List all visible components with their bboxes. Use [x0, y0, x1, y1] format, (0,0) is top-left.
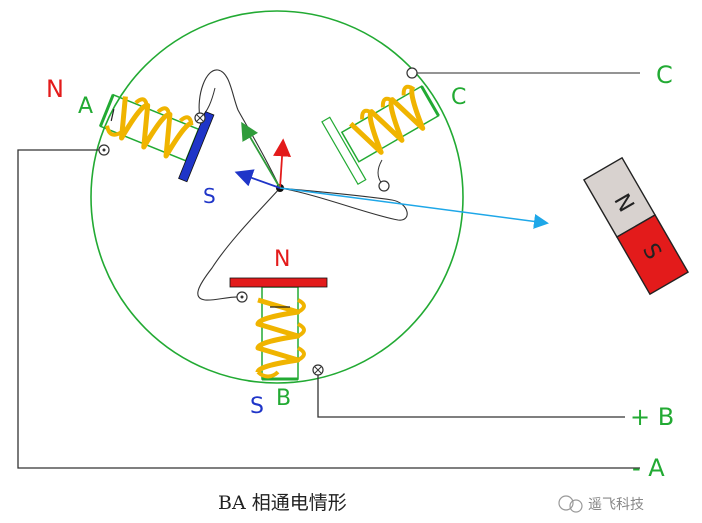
coil-a	[99, 93, 215, 183]
vector-s-arrow	[234, 169, 281, 189]
wire-minus-a	[17, 149, 640, 469]
wechat-icon	[558, 495, 574, 511]
coil-a-label: A	[78, 94, 93, 119]
terminal-minus-a-label: - A	[632, 454, 665, 482]
pole-plate-b	[229, 277, 328, 288]
pole-plate-a	[178, 111, 215, 183]
coil-c-label: C	[451, 85, 466, 110]
vector-b-arrow	[273, 138, 292, 189]
stator-circle	[90, 10, 464, 384]
pole-plate-c	[321, 116, 367, 185]
terminal-dots	[98, 67, 418, 376]
coil-c	[321, 84, 440, 185]
resultant-arrow	[279, 187, 549, 229]
bar-magnet: N S	[582, 156, 690, 296]
coil-a-pole-label: N	[46, 75, 64, 103]
terminal-plus-b-label: + B	[630, 403, 674, 431]
vector-a-arrow	[241, 121, 281, 189]
terminal-c-label: C	[656, 61, 673, 89]
magnet-south-half	[615, 214, 690, 296]
pole-plate-b-face-label: N	[274, 247, 290, 272]
coil-b	[229, 277, 328, 381]
watermark-text: 遥飞科技	[588, 497, 644, 513]
pole-plate-a-face-label: S	[203, 184, 216, 208]
internal-winding	[197, 69, 408, 301]
coil-b-label: B	[276, 386, 291, 411]
diagram-caption: BA 相通电情形	[218, 492, 347, 514]
watermark: 遥飞科技	[558, 495, 644, 513]
coil-b-pole-label: S	[250, 394, 264, 419]
wire-plus-b	[317, 371, 625, 418]
